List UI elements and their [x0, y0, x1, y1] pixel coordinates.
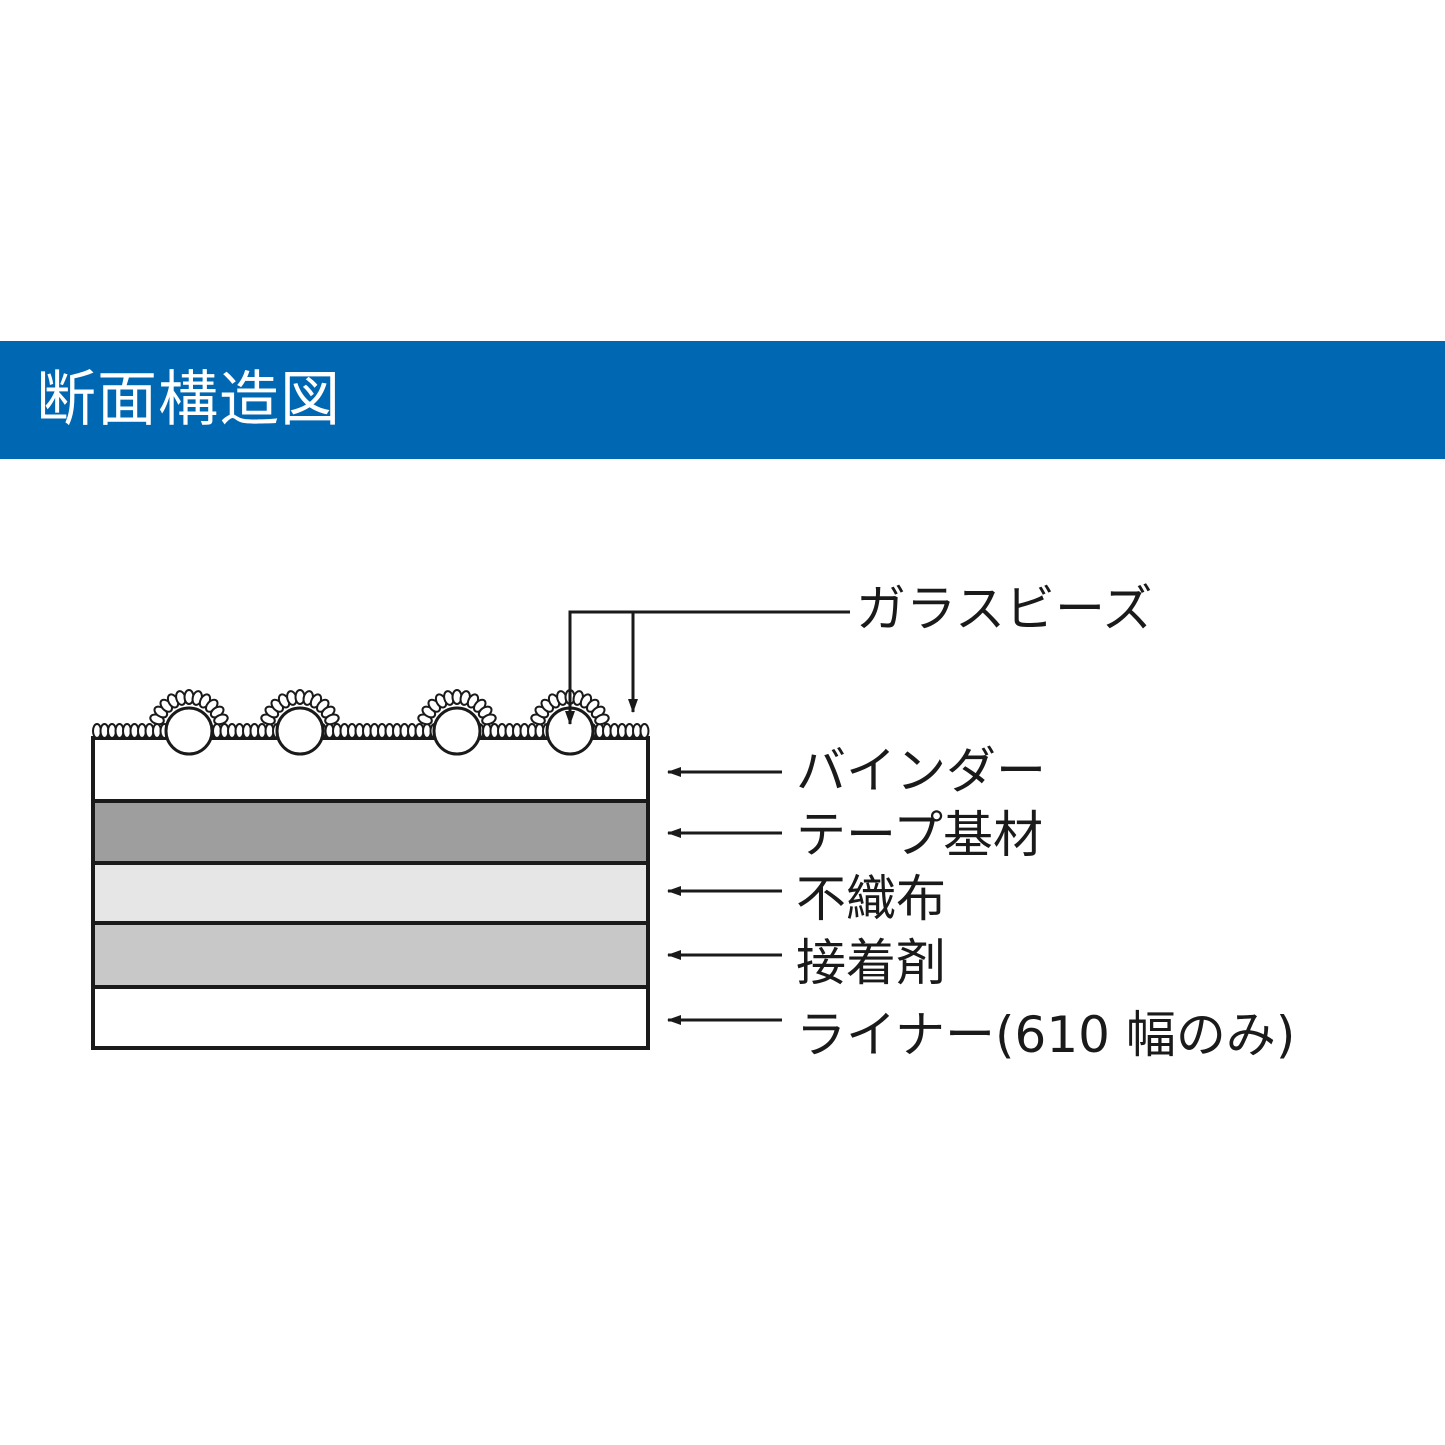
glass-bead-surface	[92, 689, 650, 756]
glass-bead-1	[149, 689, 229, 756]
label-tape-base: テープ基材	[796, 806, 1043, 864]
glass-bead-2	[260, 689, 340, 756]
layer-stack	[91, 736, 650, 1050]
layer-nonwoven	[91, 861, 650, 925]
header-bar: 断面構造図	[0, 341, 1445, 459]
label-adhesive: 接着剤	[796, 934, 946, 992]
label-liner: ライナー(610 幅のみ)	[796, 1006, 1295, 1064]
layer-liner	[91, 985, 650, 1050]
page-title: 断面構造図	[36, 365, 341, 435]
glass-bead-3	[417, 689, 497, 756]
layer-tape-base	[91, 799, 650, 865]
layer-arrows	[667, 767, 782, 1025]
label-binder: バインダー	[796, 742, 1046, 800]
glass-beads-label: ガラスビーズ	[856, 580, 1153, 638]
label-nonwoven: 不織布	[796, 870, 946, 928]
glass-beads-leader	[565, 610, 850, 725]
layer-adhesive	[91, 921, 650, 989]
